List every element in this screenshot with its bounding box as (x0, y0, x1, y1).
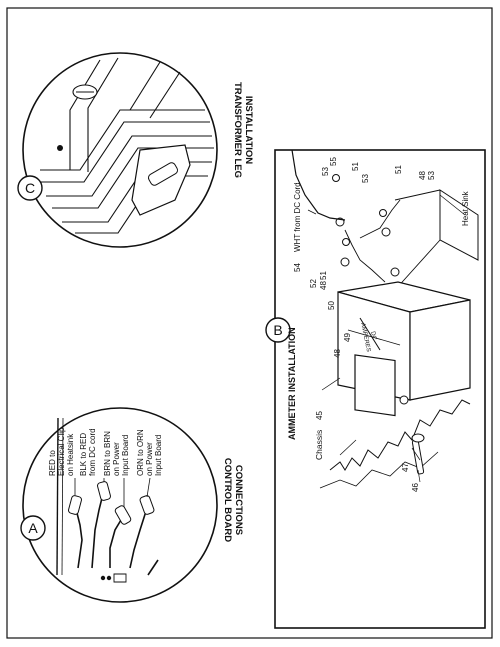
detail-a-title: CONTROL BOARD CONNECTIONS (222, 458, 244, 542)
label-heat-sink-text: Heat Sink (461, 190, 470, 226)
label-brn-2: on Power (112, 442, 121, 476)
connector-block (113, 573, 127, 583)
leader-lines (74, 477, 151, 507)
part-46: 46 (411, 483, 420, 492)
part-numbers: 45 46 47 48 49 50 48 51 52 54 53 55 51 5… (293, 157, 436, 492)
part-48-a: 48 (333, 349, 342, 358)
part-55: 55 (329, 157, 338, 166)
detail-b: B DC AMPERES (265, 149, 486, 629)
part-50: 50 (327, 301, 336, 310)
detail-b-title-text: AMMETER INSTALLATION (287, 327, 297, 440)
label-orn: ORN to ORN on Power Input Board (136, 429, 163, 476)
detail-c: C (17, 52, 218, 248)
chassis-edge (329, 399, 471, 471)
crimp-connectors (68, 481, 155, 525)
label-wht-text: WHT from DC Cord (293, 182, 302, 252)
label-heat-sink: Heat Sink (461, 190, 470, 226)
detail-b-marker (265, 317, 291, 343)
detail-c-circle (22, 52, 218, 248)
page-frame (6, 7, 493, 639)
label-chassis-text: Chassis (314, 430, 324, 460)
label-blk-2: from DC cord (88, 428, 97, 476)
part-47: 47 (401, 463, 410, 472)
ammeter (337, 281, 471, 417)
leader-lines-b (307, 194, 466, 483)
part-51-b: 51 (351, 162, 360, 171)
meter-dc: DC (369, 331, 377, 341)
label-orn-1: ORN to ORN (136, 429, 145, 476)
detail-a-marker (20, 515, 46, 541)
meter-face-text: DC AMPERES (359, 322, 377, 352)
label-orn-2: on Power (145, 442, 154, 476)
dc-cord-wire (291, 149, 346, 221)
detail-c-title-1: TRANSFORMER LEG (232, 82, 243, 178)
detail-a-title-1: CONTROL BOARD (222, 458, 233, 542)
heat-sink-block (439, 189, 479, 261)
label-red-3: on Heatsink (66, 433, 75, 476)
detail-a-circle (22, 407, 218, 603)
meter-amperes: AMPERES (359, 322, 371, 352)
detail-a: A (20, 407, 218, 603)
board-edge (56, 417, 59, 576)
label-brn-3: Input Board (121, 435, 130, 476)
detail-b-letter: B (273, 322, 282, 338)
screw-dot (57, 145, 63, 151)
detail-c-title: TRANSFORMER LEG INSTALLATION (232, 82, 254, 178)
part-48-b: 48 (319, 281, 328, 290)
part-53-b: 53 (361, 174, 370, 183)
part-48-c: 48 (418, 171, 427, 180)
label-blk-1: BLK to RED (79, 433, 88, 476)
part-45: 45 (315, 411, 324, 420)
part-51-c: 51 (394, 165, 403, 174)
label-red: RED to Electrical Clip on Heatsink (48, 427, 75, 476)
detail-a-title-2: CONNECTIONS (233, 465, 244, 535)
label-red-2: Electrical Clip (57, 427, 66, 476)
part-54: 54 (293, 263, 302, 272)
label-brn-1: BRN to BRN (103, 431, 112, 476)
detail-c-letter: C (25, 180, 35, 196)
detail-c-title-2: INSTALLATION (243, 96, 254, 164)
label-orn-3: Input Board (154, 435, 163, 476)
part-53-c: 53 (427, 171, 436, 180)
detail-c-marker (17, 175, 43, 201)
part-49: 49 (343, 333, 352, 342)
part-53-a: 53 (321, 167, 330, 176)
part-51-a: 51 (319, 271, 328, 280)
detail-a-letter: A (28, 520, 38, 536)
detail-b-title: AMMETER INSTALLATION (287, 327, 297, 440)
part-52: 52 (309, 279, 318, 288)
label-brn: BRN to BRN on Power Input Board (103, 431, 130, 476)
label-red-1: RED to (48, 450, 57, 476)
label-blk: BLK to RED from DC cord (79, 428, 97, 476)
label-wht: WHT from DC Cord (293, 182, 302, 252)
label-chassis: Chassis (314, 430, 324, 460)
